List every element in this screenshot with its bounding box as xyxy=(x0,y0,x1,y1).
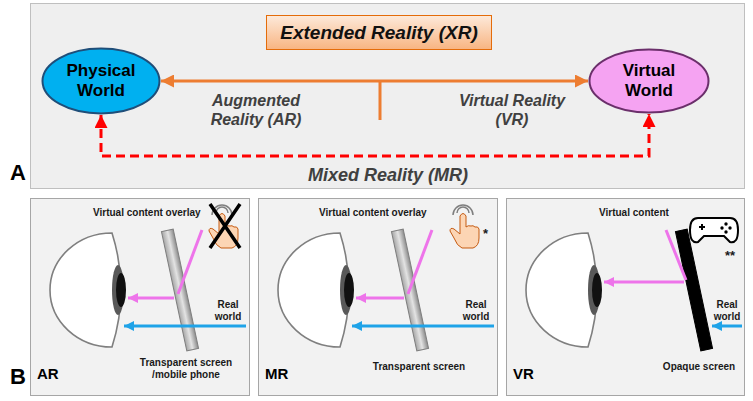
panel-letter: A xyxy=(10,160,26,186)
world-ellipse-shape xyxy=(590,50,709,113)
world-ellipse: Physical World xyxy=(41,47,161,115)
world-label: Physical World xyxy=(55,61,147,101)
mr-scene xyxy=(278,205,494,351)
eye-drawing xyxy=(526,233,602,347)
real-world-label: Real world xyxy=(209,299,247,323)
screen-label: Transparent screen /mobile phone xyxy=(134,357,238,381)
cross-mark xyxy=(210,204,240,248)
real-arrow xyxy=(352,325,494,328)
real-world-label: Real world xyxy=(710,299,744,323)
real-arrow xyxy=(124,325,246,328)
virtual-ray xyxy=(666,230,686,280)
panel-tag: VR xyxy=(513,365,534,383)
screen-label: Opaque screen xyxy=(659,361,739,373)
content-label: Virtual content xyxy=(599,207,669,219)
virtual-arrow xyxy=(604,281,684,284)
panel-tag: AR xyxy=(37,365,59,383)
content-label: Virtual content overlay xyxy=(319,207,427,219)
gamepad-button xyxy=(720,226,723,229)
scenario-panel: Virtual content overlay * Real worldTransp… xyxy=(258,198,498,396)
reality-label: Augmented Reality (AR) xyxy=(197,91,315,129)
virtual-ray xyxy=(408,230,432,294)
content-label: Virtual content overlay xyxy=(93,207,201,219)
panel-tag: MR xyxy=(265,365,288,383)
footnote-mark: ** xyxy=(725,249,735,263)
panel-ground xyxy=(30,3,745,189)
virtual-arrow xyxy=(356,297,404,300)
world-ellipse-shape xyxy=(43,49,160,114)
xr-panel: Augmented Reality (AR) Virtual Reality (V… xyxy=(30,3,745,189)
real-world-label: Real world xyxy=(457,299,495,323)
title-text: Extended Reality (XR) xyxy=(280,21,477,44)
virtual-ray xyxy=(178,230,202,294)
screen-label: Transparent screen xyxy=(369,361,469,373)
title-box: Extended Reality (XR) xyxy=(266,15,492,50)
virtual-arrow xyxy=(128,297,174,300)
panel-ground xyxy=(258,198,498,396)
mixed-reality-link xyxy=(101,114,649,156)
panel-letter: B xyxy=(10,364,26,390)
world-label: Virtual World xyxy=(603,61,695,101)
real-arrow xyxy=(712,325,742,328)
gamepad-icon xyxy=(690,218,738,242)
spectrum-arrow xyxy=(161,80,588,83)
vr-scene xyxy=(526,218,742,351)
gamepad-button xyxy=(724,230,727,233)
world-ellipse: Virtual World xyxy=(588,48,710,114)
footnote-mark: * xyxy=(483,227,488,241)
gamepad-button xyxy=(724,222,727,225)
eye-drawing xyxy=(50,233,126,347)
eye-drawing xyxy=(278,233,354,347)
opaque-screen xyxy=(675,229,712,351)
touch-icon xyxy=(450,205,479,248)
panel-ground xyxy=(506,198,745,396)
branch-tick xyxy=(379,80,382,120)
gamepad-button xyxy=(728,226,731,229)
reality-label: Virtual Reality (VR) xyxy=(456,91,568,129)
gamepad-dpad xyxy=(699,224,705,230)
scenario-panel: Virtual content ** Real worldOpaque screen… xyxy=(506,198,745,396)
reality-label: Mixed Reality (MR) xyxy=(308,165,468,186)
ar-scene xyxy=(50,204,246,351)
scenario-panel: Virtual content overlayReal worldTranspa… xyxy=(30,198,250,396)
panel-ground xyxy=(30,198,250,396)
